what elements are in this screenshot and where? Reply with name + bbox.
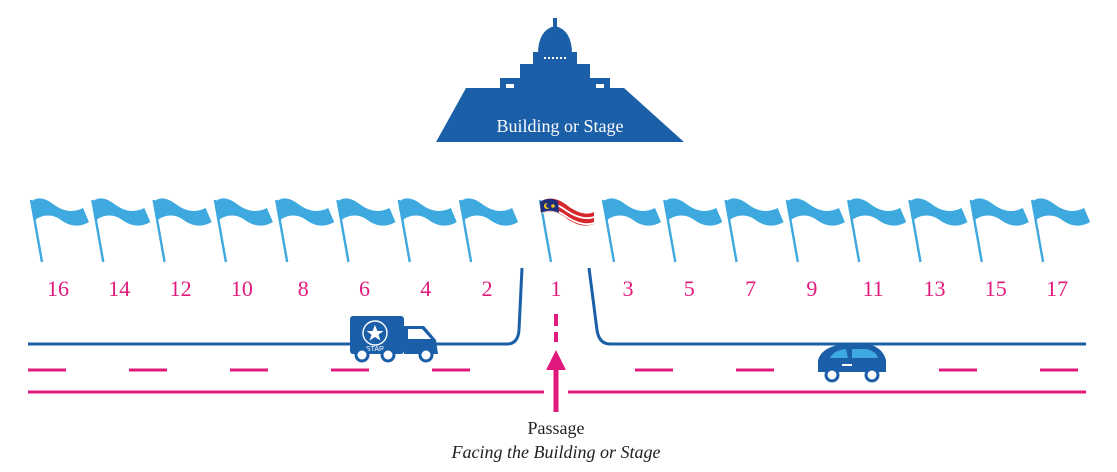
flag-icon — [969, 197, 1031, 264]
flag-number: 16 — [47, 276, 69, 301]
flag-number: 7 — [745, 276, 756, 301]
national-flag-icon — [538, 198, 595, 263]
flag-number: 10 — [231, 276, 253, 301]
flag-icon — [601, 197, 663, 264]
flag-number: 3 — [623, 276, 634, 301]
flag-number: 12 — [170, 276, 192, 301]
road-curb-right — [587, 267, 1086, 346]
truck-icon: STAR — [350, 316, 438, 363]
truck-badge: STAR — [366, 346, 384, 353]
flag-icon — [29, 197, 91, 264]
arrow-up-icon — [546, 350, 566, 412]
flag-icon — [397, 197, 458, 264]
flag-icon — [336, 197, 397, 264]
flag-number: 6 — [359, 276, 370, 301]
flag-icon — [908, 197, 969, 264]
flag-icon — [663, 197, 724, 264]
flag-number: 4 — [420, 276, 431, 301]
flag-number: 8 — [298, 276, 309, 301]
flag-icon — [213, 197, 275, 264]
flag-number: 14 — [108, 276, 130, 301]
flag-number-center: 1 — [551, 276, 562, 301]
building-label: Building or Stage — [497, 116, 624, 136]
flag-icon — [785, 197, 847, 264]
flag-icon — [91, 197, 152, 264]
flag-icon — [847, 197, 908, 264]
passage-label: Passage — [528, 418, 585, 438]
flag-number: 2 — [482, 276, 493, 301]
flag-number: 15 — [985, 276, 1007, 301]
car-icon — [818, 344, 886, 383]
flag-icon — [458, 197, 520, 264]
building-icon — [436, 18, 684, 142]
flag-icon — [724, 197, 785, 264]
flag-icon — [275, 197, 336, 264]
flag-number: 11 — [863, 276, 884, 301]
flag-icon — [1030, 197, 1092, 264]
road-curb-left — [28, 267, 524, 346]
flag-icon — [152, 197, 213, 264]
flag-number: 5 — [684, 276, 695, 301]
flag-number: 13 — [924, 276, 946, 301]
passage-sublabel: Facing the Building or Stage — [451, 442, 661, 462]
flag-number: 17 — [1046, 276, 1068, 301]
flag-number: 9 — [806, 276, 817, 301]
